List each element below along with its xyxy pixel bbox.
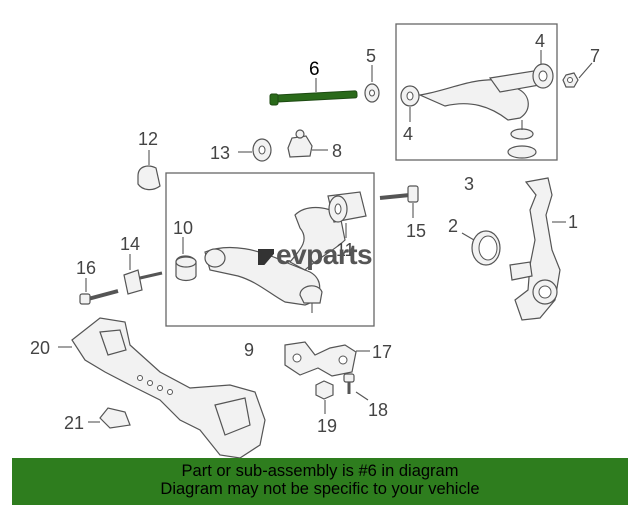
watermark-logo: evparts [258, 239, 373, 271]
callout-4a: 4 [403, 124, 413, 144]
callout-5: 5 [366, 46, 376, 66]
part-5-washer[interactable] [364, 83, 380, 103]
logo-mark-icon [258, 249, 274, 265]
callout-7: 7 [590, 46, 600, 66]
callout-16: 16 [76, 258, 96, 278]
part-1-knuckle[interactable] [509, 177, 561, 321]
callout-9: 9 [244, 340, 254, 360]
part-13-bushing[interactable] [252, 138, 272, 162]
part-14-cam[interactable] [123, 269, 163, 295]
callout-13: 13 [210, 143, 230, 163]
part-11-bushing[interactable] [327, 191, 367, 223]
callout-12: 12 [138, 129, 158, 149]
callout-3: 3 [464, 174, 474, 194]
callout-10: 10 [173, 218, 193, 238]
part-8-mount[interactable] [287, 129, 313, 158]
callout-17: 17 [372, 342, 392, 362]
banner-line-1: Part or sub-assembly is #6 in diagram [181, 462, 459, 480]
part-20-crossmember[interactable] [71, 317, 266, 459]
part-19-nut[interactable] [315, 380, 334, 400]
part-3-upper-arm[interactable] [400, 63, 554, 159]
callout-leader-18 [355, 391, 369, 401]
part-16-bolt[interactable] [79, 289, 119, 305]
callout-20: 20 [30, 338, 50, 358]
callout-21: 21 [64, 413, 84, 433]
callout-leader-7 [578, 62, 593, 79]
callout-6: 6 [309, 59, 320, 80]
callout-19: 19 [317, 416, 337, 436]
part-10-bushing[interactable] [175, 255, 197, 282]
part-9-lower-arm[interactable] [204, 206, 346, 314]
callout-18: 18 [368, 400, 388, 420]
part-15-bolt[interactable] [379, 185, 419, 203]
callout-4b: 4 [535, 31, 545, 51]
banner-line-2: Diagram may not be specific to your vehi… [160, 480, 480, 498]
part-6-bolt[interactable] [269, 90, 358, 106]
watermark-text: evparts [276, 239, 373, 270]
part-12-bushing[interactable] [137, 165, 161, 191]
callout-2: 2 [448, 216, 458, 236]
callout-11: 11 [336, 240, 355, 260]
part-17-bracket[interactable] [284, 341, 357, 377]
part-21-bracket[interactable] [99, 407, 131, 429]
part-7-nut[interactable] [562, 72, 579, 88]
callout-leader-2 [461, 232, 475, 241]
callout-15: 15 [406, 221, 426, 241]
callout-14: 14 [120, 234, 140, 254]
highlight-banner: Part or sub-assembly is #6 in diagram Di… [12, 458, 628, 505]
part-2-seal[interactable] [471, 230, 501, 266]
part-18-bolt[interactable] [343, 373, 355, 394]
callout-1: 1 [568, 212, 578, 232]
callout-8: 8 [332, 141, 342, 161]
